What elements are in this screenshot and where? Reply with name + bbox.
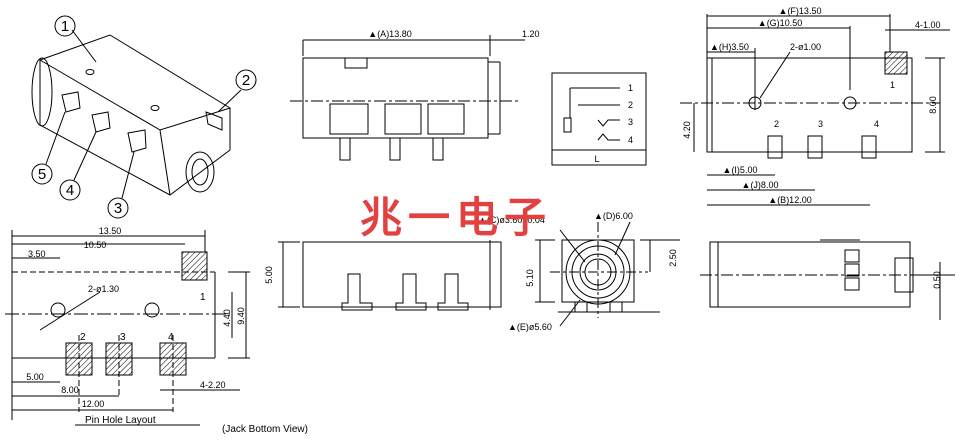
right-top-view: [680, 14, 950, 206]
watermark-text: 兆一电子: [360, 193, 552, 242]
pin-label-4: 4: [168, 332, 174, 343]
dim-12-00: 12.00: [82, 399, 105, 409]
schematic-label-l: L: [594, 154, 599, 164]
dim-4-2-20: 4-2.20: [200, 380, 226, 390]
dim-d-6-00: ▲(D)6.00: [594, 211, 633, 221]
dim-holes: 2-ø1.30: [88, 284, 119, 294]
right-pin-3: 3: [818, 119, 823, 129]
dim-4-40: 4.40: [222, 309, 232, 327]
end-view: [700, 239, 955, 320]
dim-c-3-60: ▲(C)ø3.60±0.04: [478, 215, 545, 225]
dim-13-50: 13.50: [99, 226, 122, 236]
dim-3-50: 3.50: [28, 249, 46, 259]
dim-8-00: 8.00: [928, 96, 938, 114]
callout-5: 5: [38, 166, 46, 183]
dim-0-50: 0.50: [932, 271, 942, 289]
dim-5-10: 5.10: [525, 269, 535, 287]
schematic-pin-2: 2: [628, 100, 633, 110]
schematic-box: [551, 72, 647, 166]
dim-4-20: 4.20: [682, 121, 692, 139]
dim-a-13-80: ▲(A)13.80: [368, 29, 411, 39]
right-pin-2: 2: [774, 119, 779, 129]
dim-e-5-60: ▲(E)ø5.60: [508, 322, 552, 332]
dim-10-50: 10.50: [84, 240, 107, 250]
callout-3: 3: [114, 200, 122, 217]
callout-2: 2: [242, 72, 250, 89]
dim-side-5-00: 5.00: [264, 266, 274, 284]
callout-1: 1: [61, 18, 69, 35]
right-pin-1: 1: [890, 80, 895, 90]
isometric-view: [31, 15, 257, 219]
pin-label-3: 3: [120, 332, 126, 343]
dim-9-40: 9.40: [236, 307, 246, 325]
schematic-pin-3: 3: [628, 117, 633, 127]
pin-hole-layout-caption: Pin Hole Layout: [85, 415, 156, 426]
dim-2-50: 2.50: [668, 249, 678, 267]
dim-4-1-00: 4-1.00: [915, 20, 941, 30]
jack-bottom-view: [535, 221, 680, 327]
callout-4: 4: [66, 182, 74, 199]
pin-label-2: 2: [80, 332, 86, 343]
side-view: [278, 240, 502, 311]
dim-f-13-50: ▲(F)13.50: [779, 6, 822, 16]
schematic-pin-1: 1: [628, 83, 633, 93]
dim-i-5-00: ▲(I)5.00: [723, 165, 758, 175]
dim-holes-1-00: 2-ø1.00: [790, 42, 821, 52]
dim-j-8-00: ▲(J)8.00: [742, 180, 779, 190]
dim-g-10-50: ▲(G)10.50: [758, 18, 802, 28]
front-view: [290, 35, 525, 161]
schematic-pin-4: 4: [628, 135, 633, 145]
dim-5-00: 5.00: [26, 372, 44, 382]
pin-hole-layout: [5, 230, 250, 426]
dim-1-20: 1.20: [522, 29, 540, 39]
dim-b-12-00: ▲(B)12.00: [768, 195, 811, 205]
right-pin-4: 4: [874, 119, 879, 129]
dim-8-00: 8.00: [61, 385, 79, 395]
pin-label-1: 1: [200, 292, 206, 303]
jack-bottom-view-caption: (Jack Bottom View): [222, 424, 308, 435]
dim-h-3-50: ▲(H)3.50: [710, 42, 749, 52]
